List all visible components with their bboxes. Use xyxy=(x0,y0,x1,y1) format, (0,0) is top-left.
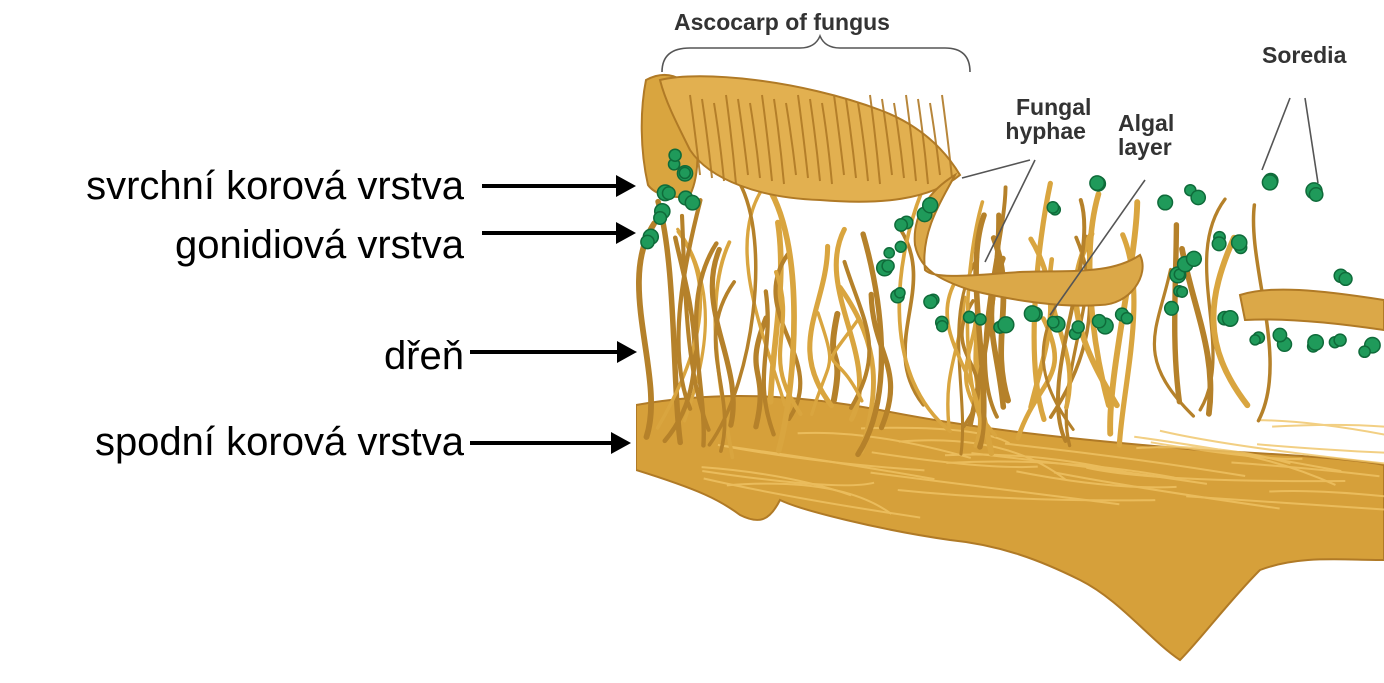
algal-cell xyxy=(1187,251,1202,266)
algal-cell xyxy=(1072,321,1084,333)
gonidial-layer-arrow xyxy=(482,231,632,235)
algal-cell xyxy=(923,198,938,213)
algal-cell xyxy=(1308,335,1323,350)
algal-cell xyxy=(1273,328,1286,341)
gonidial-layer-label: gonidiová vrstva xyxy=(175,225,464,265)
algal-cell xyxy=(895,241,906,252)
upper-cortex-arrow xyxy=(482,184,632,188)
upper-cortex-right xyxy=(915,175,1143,306)
algal-cell xyxy=(998,317,1014,333)
algal-cell xyxy=(1024,306,1039,321)
algal-cell xyxy=(1262,175,1277,190)
algal-cell xyxy=(1158,195,1173,210)
algal-cell xyxy=(895,288,905,298)
hyphae-leader-1 xyxy=(962,160,1030,178)
ascocarp-label: Ascocarp of fungus xyxy=(674,10,890,34)
medulla-arrow xyxy=(470,350,633,354)
medulla-label: dřeň xyxy=(384,336,464,376)
algal-cell xyxy=(679,167,690,178)
algal-cell xyxy=(1309,188,1322,201)
ascocarp-brace xyxy=(662,36,970,72)
algal-cell xyxy=(1223,311,1238,326)
algal-cell xyxy=(641,235,654,248)
lower-cortex-arrow xyxy=(470,441,627,445)
algal-cell xyxy=(937,321,948,332)
lower-cortex-label: spodní korová vrstva xyxy=(95,422,464,462)
algal-cell xyxy=(895,219,907,231)
algal-cell xyxy=(1093,315,1106,328)
algal-layer-label-line1: Algal xyxy=(1118,111,1174,135)
algal-cell xyxy=(1250,335,1260,345)
algal-cell xyxy=(1334,334,1346,346)
algal-cell xyxy=(669,149,681,161)
algal-cell xyxy=(654,212,667,225)
algal-cell xyxy=(1090,176,1104,190)
fungal-hyphae-label-line1: Fungal xyxy=(1000,95,1091,119)
algal-cell xyxy=(1212,237,1226,251)
algal-layer-label-line2: layer xyxy=(1118,135,1174,159)
algal-cell xyxy=(882,260,894,272)
algal-cell xyxy=(1121,313,1132,324)
soredia-label: Soredia xyxy=(1262,43,1346,67)
soredia-leader-1 xyxy=(1262,98,1290,170)
medulla-hyphae xyxy=(639,180,1270,457)
algal-cell xyxy=(975,314,986,325)
soredia-leader-2 xyxy=(1305,98,1318,183)
upper-cortex-far-right xyxy=(1240,290,1384,330)
algal-cell xyxy=(1047,202,1058,213)
upper-cortex-label: svrchní korová vrstva xyxy=(86,166,464,206)
algal-cell xyxy=(884,248,894,258)
algal-layer-label: Algal layer xyxy=(1118,111,1174,159)
ascocarp xyxy=(660,76,960,201)
algal-cell xyxy=(1191,190,1205,204)
algal-cell xyxy=(1339,273,1352,286)
lower-cortex xyxy=(636,396,1384,660)
algal-cell xyxy=(685,196,699,210)
algal-cell xyxy=(964,311,976,323)
algal-cell xyxy=(1177,287,1188,298)
fungal-hyphae-label-line2: hyphae xyxy=(1000,119,1091,143)
hyphae-leader-2 xyxy=(985,160,1035,262)
algal-cell xyxy=(1359,346,1370,357)
algal-cell xyxy=(1232,235,1247,250)
algal-cell xyxy=(1048,317,1059,328)
algal-cell xyxy=(663,187,676,200)
fungal-hyphae-label: Fungal hyphae xyxy=(1000,95,1091,143)
algal-cell xyxy=(924,295,937,308)
algal-cell xyxy=(1165,302,1179,316)
